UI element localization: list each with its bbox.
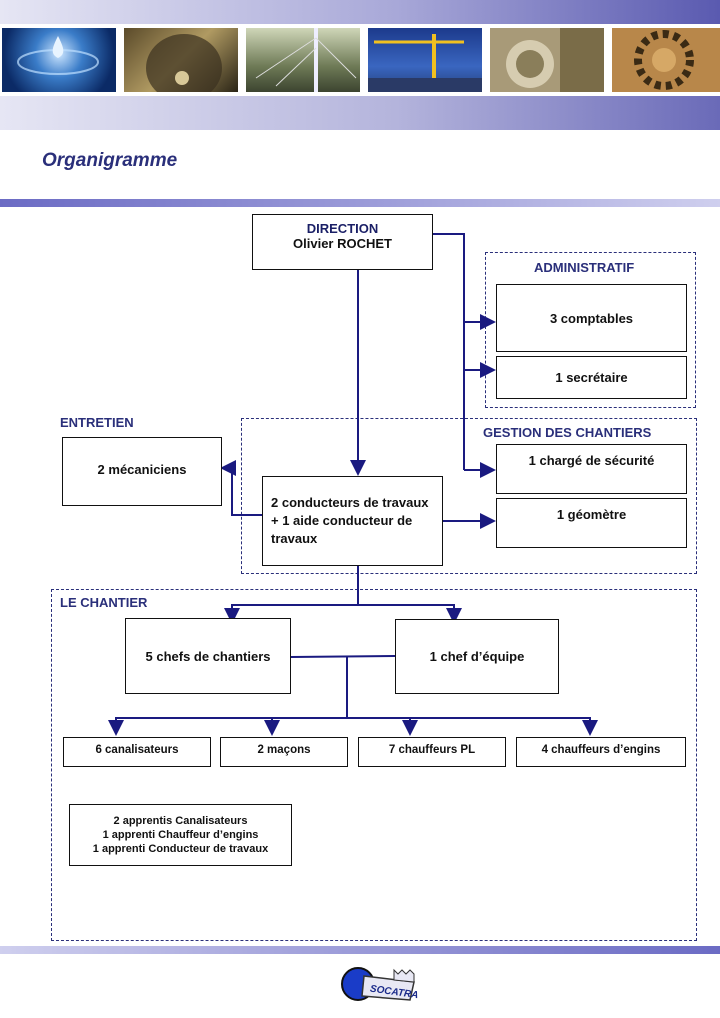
box-chauffeurs-engins: 4 chauffeurs d’engins — [516, 737, 686, 767]
direction-name: Olivier ROCHET — [293, 236, 392, 251]
group-gestion-chantiers — [241, 418, 697, 574]
box-chef-equipe: 1 chef d’équipe — [395, 619, 559, 694]
bridge-photo — [246, 28, 360, 92]
group-label-gestion: GESTION DES CHANTIERS — [483, 425, 652, 440]
crane-photo — [368, 28, 482, 92]
header-gradient-band — [0, 0, 720, 24]
link-chefs-equipe — [290, 655, 396, 658]
grating-photo — [612, 28, 720, 92]
direction-title: DIRECTION — [306, 221, 379, 236]
box-chefs-chantiers: 5 chefs de chantiers — [125, 618, 291, 694]
group-le-chantier — [51, 589, 697, 941]
footer-divider — [0, 946, 720, 954]
box-macons: 2 maçons — [220, 737, 348, 767]
roundabout-photo — [490, 28, 604, 92]
box-geometre: 1 géomètre — [496, 498, 687, 548]
group-label-administratif: ADMINISTRATIF — [534, 260, 635, 275]
box-comptables: 3 comptables — [496, 284, 687, 352]
company-logo: SOCATRA — [340, 962, 420, 1006]
water-drop-photo — [2, 28, 116, 92]
box-conducteurs: 2 conducteurs de travaux + 1 aide conduc… — [262, 476, 443, 566]
box-mecaniciens: 2 mécaniciens — [62, 437, 222, 506]
box-securite: 1 chargé de sécurité — [496, 444, 687, 494]
box-secretaire: 1 secrétaire — [496, 356, 687, 399]
group-label-chantier: LE CHANTIER — [60, 595, 148, 610]
group-administratif — [485, 252, 696, 408]
tunnel-photo — [124, 28, 238, 92]
title-divider — [0, 199, 720, 207]
apprenti-line: 1 apprenti Chauffeur d’engins — [102, 829, 259, 841]
link-direction-trunk — [433, 233, 465, 470]
group-label-entretien: ENTRETIEN — [60, 415, 134, 430]
page-title: Organigramme — [42, 150, 178, 171]
link-to-mecaniciens — [220, 460, 262, 516]
box-canalisateurs: 6 canalisateurs — [63, 737, 211, 767]
link-workers-bar — [115, 717, 591, 734]
direction-box: DIRECTION Olivier ROCHET — [252, 214, 433, 270]
header-lower-band — [0, 96, 720, 130]
box-apprentis: 2 apprentis Canalisateurs 1 apprenti Cha… — [69, 804, 292, 866]
apprenti-line: 1 apprenti Conducteur de travaux — [92, 843, 269, 855]
box-chauffeurs-pl: 7 chauffeurs PL — [358, 737, 506, 767]
apprenti-line: 2 apprentis Canalisateurs — [113, 815, 248, 827]
